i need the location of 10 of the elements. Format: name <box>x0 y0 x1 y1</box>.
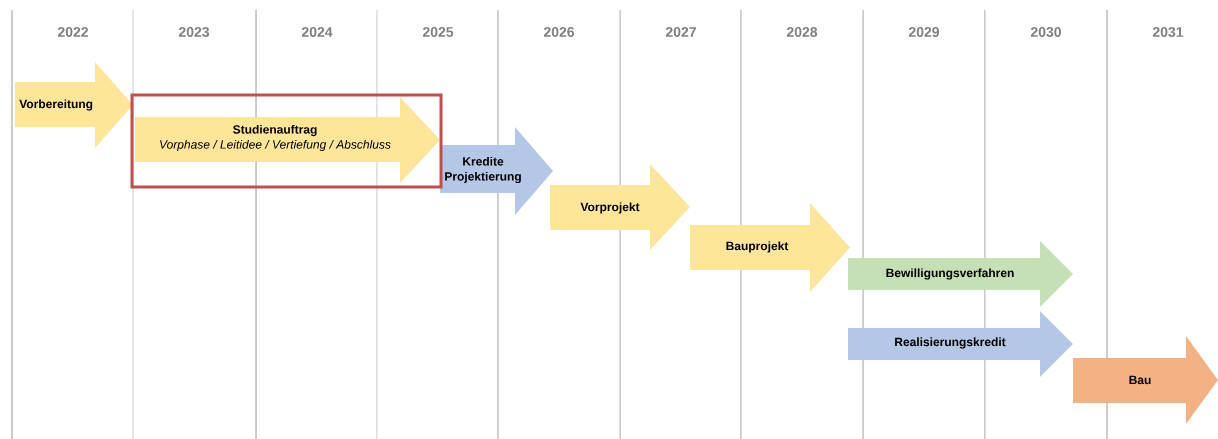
year-label: 2026 <box>543 27 575 37</box>
year-label: 2029 <box>908 27 940 37</box>
year-label: 2030 <box>1030 27 1061 37</box>
year-label: 2031 <box>1152 27 1184 37</box>
year-label: 2022 <box>57 27 89 37</box>
year-label: 2027 <box>665 27 696 37</box>
year-label: 2028 <box>786 27 818 37</box>
year-label: 2024 <box>301 27 333 37</box>
year-label: 2025 <box>422 27 454 37</box>
year-label: 2023 <box>178 27 210 37</box>
